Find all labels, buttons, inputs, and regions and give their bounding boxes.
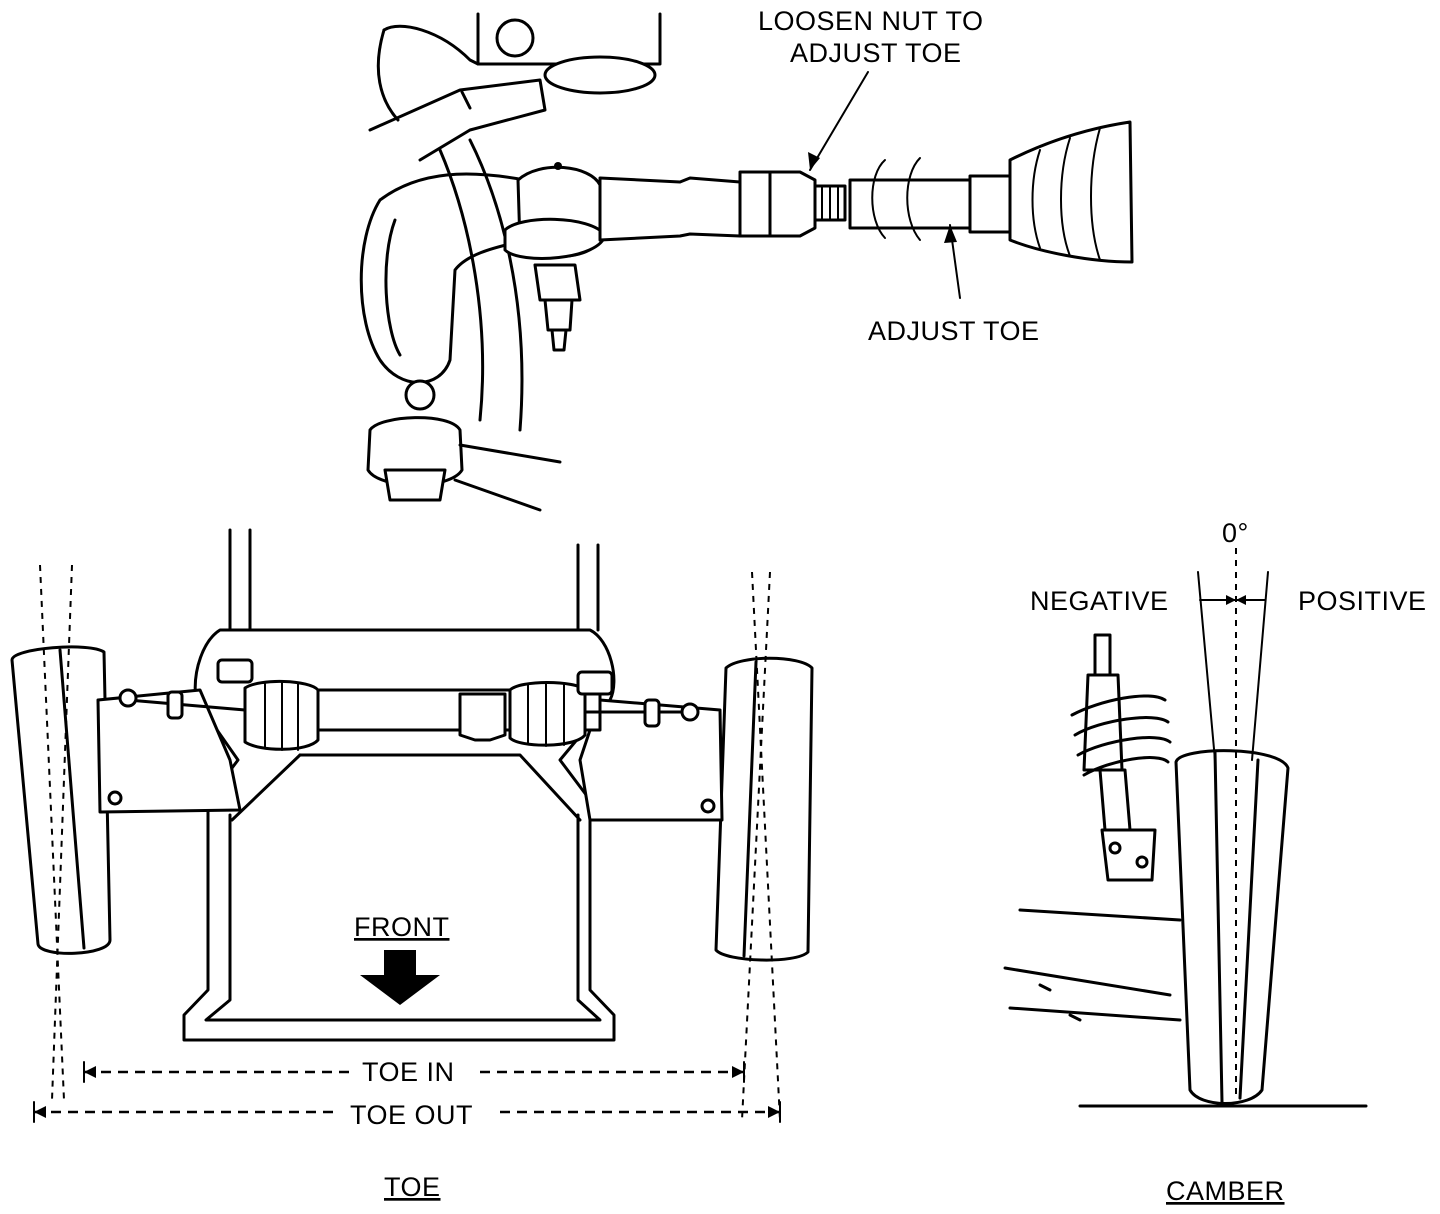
toe-out-label: TOE OUT — [350, 1100, 473, 1130]
zero-degree-label: 0° — [1222, 518, 1249, 548]
left-wheel — [10, 645, 112, 955]
front-arrow-icon — [360, 950, 440, 1005]
right-wheel — [714, 656, 814, 962]
loosen-nut-label-line2: ADJUST TOE — [790, 38, 962, 68]
camber-view — [1003, 548, 1368, 1108]
toe-view — [10, 528, 814, 1123]
negative-label: NEGATIVE — [1030, 586, 1169, 616]
tie-rod-detail — [359, 12, 1134, 512]
camber-tire — [1174, 749, 1290, 1105]
camber-caption: CAMBER — [1166, 1176, 1285, 1206]
loosen-nut-leader — [809, 71, 869, 171]
toe-in-label: TOE IN — [362, 1057, 455, 1087]
loosen-nut-label-line1: LOOSEN NUT TO — [758, 6, 984, 36]
adjust-toe-label: ADJUST TOE — [868, 316, 1040, 346]
front-label: FRONT — [354, 912, 449, 942]
positive-label: POSITIVE — [1298, 586, 1427, 616]
toe-caption: TOE — [384, 1172, 441, 1202]
